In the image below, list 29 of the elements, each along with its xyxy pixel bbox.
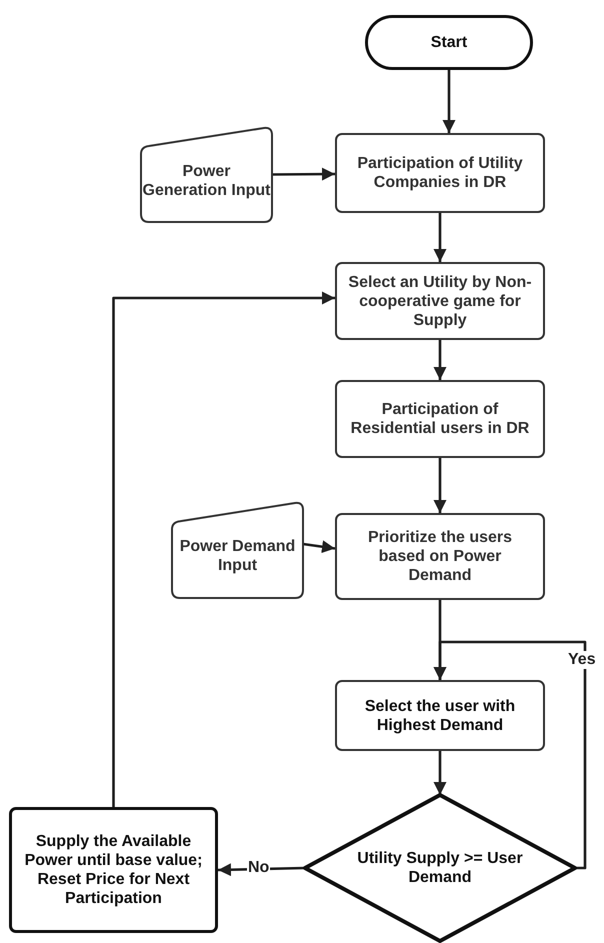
node-text: Participation of Residential users in DR	[350, 400, 530, 438]
node-text: Utility Supply >= User Demand	[356, 849, 524, 887]
arrow	[434, 213, 446, 262]
process-box	[335, 680, 545, 751]
arrow	[112, 292, 335, 807]
arrow	[302, 540, 336, 554]
process-box	[335, 262, 545, 340]
process-box	[335, 133, 545, 213]
node-text: Supply the Available Power until base value; Reset Price for Next Participation	[24, 832, 204, 908]
arrow	[272, 168, 335, 181]
arrow	[434, 751, 446, 795]
arrow	[434, 640, 586, 870]
process-box	[335, 380, 545, 458]
process-box	[335, 513, 545, 600]
edge-label: Yes	[567, 651, 597, 669]
node-text: Power Demand Input	[178, 537, 296, 575]
arrow	[434, 340, 446, 380]
node-text: Power Generation Input	[142, 162, 272, 200]
node-text: Select the user with Highest Demand	[364, 696, 516, 734]
node-text: Prioritize the users based on Power Demand	[366, 528, 514, 585]
process-box	[9, 807, 218, 933]
decision-diamond	[305, 795, 575, 941]
node-text: Participation of Utility Companies in DR	[356, 154, 524, 192]
arrow	[434, 458, 446, 513]
manual-input-shape	[141, 127, 272, 222]
node-text: Select an Utility by Non-cooperative game for Supply	[347, 272, 533, 330]
manual-input-shape	[172, 502, 303, 598]
node-text: Start	[430, 33, 468, 52]
arrow	[442, 70, 456, 133]
